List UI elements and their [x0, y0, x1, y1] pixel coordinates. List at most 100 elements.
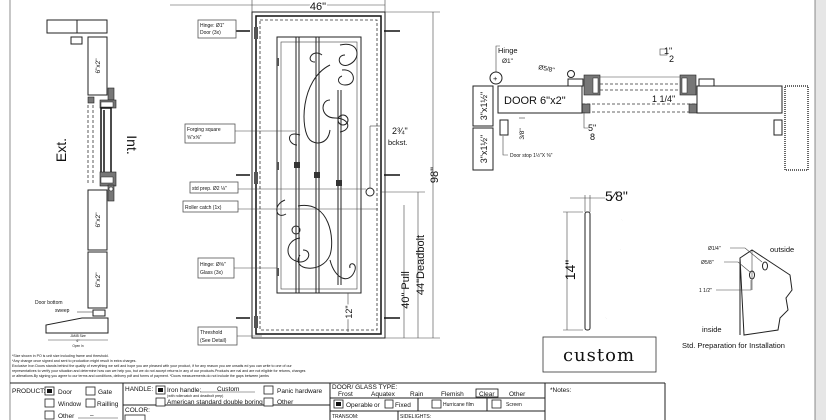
transom-label: TRANSOM: [332, 414, 358, 420]
screen-label: Screen [506, 402, 522, 408]
product-other-value: – [90, 412, 94, 419]
glass-type-flemish[interactable]: Flemish [441, 391, 464, 398]
pull-height: 40" Pull [400, 271, 412, 309]
door-tube-label: DOOR 6"x2" [504, 95, 566, 107]
hurricane-film-checkbox[interactable] [431, 399, 442, 409]
picket-length: 14" [562, 260, 578, 281]
interior-label: Int. [124, 135, 140, 154]
callout-std-prep: std prep. Ø2 ⅛" [189, 181, 366, 194]
front-elevation: 46" [170, 0, 441, 346]
frame-tube-label: 3"x1½" [479, 92, 489, 120]
hole-small-label: Ø1/4" [708, 246, 721, 252]
callout-roller-catch: Roller catch (1x) [182, 200, 378, 213]
product-railling-checkbox[interactable] [85, 398, 96, 408]
door-hinges [254, 27, 279, 328]
product-other-checkbox[interactable] [44, 410, 55, 420]
side-section: 6"x2" 6"x2" 6"x2" Ext. Int. Door bottom … [35, 19, 140, 348]
frame-anchors [236, 30, 400, 319]
svg-text:Glass (3x): Glass (3x) [200, 270, 223, 276]
width-dimension: 46" [310, 1, 326, 13]
height-dimension: 98" [429, 167, 441, 183]
svg-text:*Any change once signed and se: *Any change once signed and sent to prod… [12, 359, 136, 363]
hinge-label: Hinge [498, 46, 518, 55]
hinge-symbol [489, 71, 503, 85]
sidelights-label: SIDELIGHTS: [400, 414, 431, 420]
screen-checkbox[interactable] [491, 399, 502, 409]
frame-tube [472, 127, 494, 171]
glass-type-frost[interactable]: Frost [338, 391, 353, 398]
tube-label: 6"x2" [95, 58, 102, 74]
frame-tube-label: 3"x1½" [479, 135, 489, 163]
door-tube [497, 85, 583, 114]
product-window-checkbox[interactable] [44, 398, 55, 408]
callout-hinge-glass: Hinge: Ø⅝" Glass (3x) [197, 257, 277, 279]
door-tube-right [696, 85, 783, 114]
outside-label: outside [770, 245, 794, 254]
svg-text:(See Detail): (See Detail) [200, 338, 227, 344]
top-rail-tube [87, 36, 108, 96]
bracket-detail: Ø1/4" outside Ø5/8" 1 1/2" inside Std. P… [682, 245, 794, 350]
color-swatch[interactable] [124, 414, 146, 420]
plan-view: Hinge Ø1" + Ø5/8" 1" 2 DOOR 6"x2" 3"x1½"… [472, 45, 809, 171]
svg-text:*Size shown in PO is unit size: *Size shown in PO is unit size including… [12, 354, 109, 358]
svg-text:Exclusive Iron Doors stands be: Exclusive Iron Doors stands behind the q… [12, 364, 292, 368]
sweep-label: Door bottom [35, 300, 63, 306]
style-box [542, 336, 657, 373]
handle-other-label: Other [277, 399, 294, 406]
tube-label: 6"x2" [95, 212, 102, 228]
inside-label: inside [702, 325, 722, 334]
product-other-label: Other [58, 413, 75, 420]
product-door-checkbox[interactable] [44, 386, 55, 396]
operable-checkbox[interactable] [333, 399, 344, 409]
handle-label: HANDLE: [125, 386, 153, 393]
backset-label: bckst. [388, 138, 408, 147]
tube-label: 6"x2" [95, 272, 102, 288]
svg-text:+: + [493, 74, 498, 83]
svg-text:Forging square: Forging square [187, 127, 221, 133]
terms-notes: *Size shown in PO is unit size including… [12, 354, 306, 378]
bracket-caption: Std. Preparation for Installation [682, 341, 785, 350]
glass-hinge-label: Ø5/8" [538, 64, 556, 74]
glass-type-rain[interactable]: Rain [410, 391, 424, 398]
svg-text:Hinge: Ø1": Hinge: Ø1" [200, 23, 225, 29]
svg-text:⅝"x⅝": ⅝"x⅝" [187, 135, 202, 141]
mid-rail-tube [87, 189, 108, 251]
threshold-profile [45, 317, 109, 334]
product-railling-label: Railling [97, 401, 119, 408]
jamb-label: JAMB Size [70, 334, 86, 338]
iron-handle-checkbox[interactable] [155, 385, 166, 395]
american-boring-checkbox[interactable] [155, 397, 166, 407]
svg-text:or alterations.By signing you: or alterations.By signing you agree to o… [12, 374, 269, 378]
svg-text:std prep. Ø2 ⅛": std prep. Ø2 ⅛" [192, 186, 227, 192]
glass-type-clear[interactable]: Clear [479, 391, 495, 398]
hurricane-film-label: Hurricane film [443, 402, 474, 408]
product-gate-checkbox[interactable] [85, 386, 96, 396]
door-stop-label: Door stop 1½"X ⅜" [510, 152, 553, 159]
glass-type-other[interactable]: Other [509, 391, 526, 398]
panic-hardware-checkbox[interactable] [263, 385, 274, 395]
product-window-label: Window [58, 401, 81, 408]
handle-other-checkbox[interactable] [263, 397, 274, 407]
product-door-label: Door [58, 389, 73, 396]
backset-dimension: 2¾" [392, 126, 408, 136]
iron-handle-label: Iron handle: [167, 387, 202, 394]
glass-type-label: DOOR/ GLASS TYPE: [332, 384, 397, 391]
callout-threshold: Threshold (See Detail) [197, 326, 262, 346]
product-gate-label: Gate [98, 389, 112, 396]
bottom-rail-dimension: 12" [344, 305, 354, 318]
operable-label: Operable [346, 402, 373, 409]
svg-text:Hinge: Ø⅝": Hinge: Ø⅝" [200, 262, 226, 268]
notes-field[interactable] [560, 395, 660, 419]
fixed-checkbox[interactable] [384, 399, 394, 409]
grille-scrolls [276, 43, 358, 280]
bottom-rail-tube [87, 251, 108, 309]
iron-handle-note: (with rollercatch and deadbolt prep) [167, 394, 223, 398]
glass-type-aquatex[interactable]: Aquatex [371, 391, 396, 398]
color-label: COLOR: [125, 407, 150, 414]
jamb-label: Open In [72, 344, 84, 348]
glass-selected-marker [475, 388, 499, 398]
glass-bead-label: 5" [588, 123, 596, 133]
door-stop [499, 119, 509, 136]
iron-handle-value: Custom [217, 386, 239, 393]
